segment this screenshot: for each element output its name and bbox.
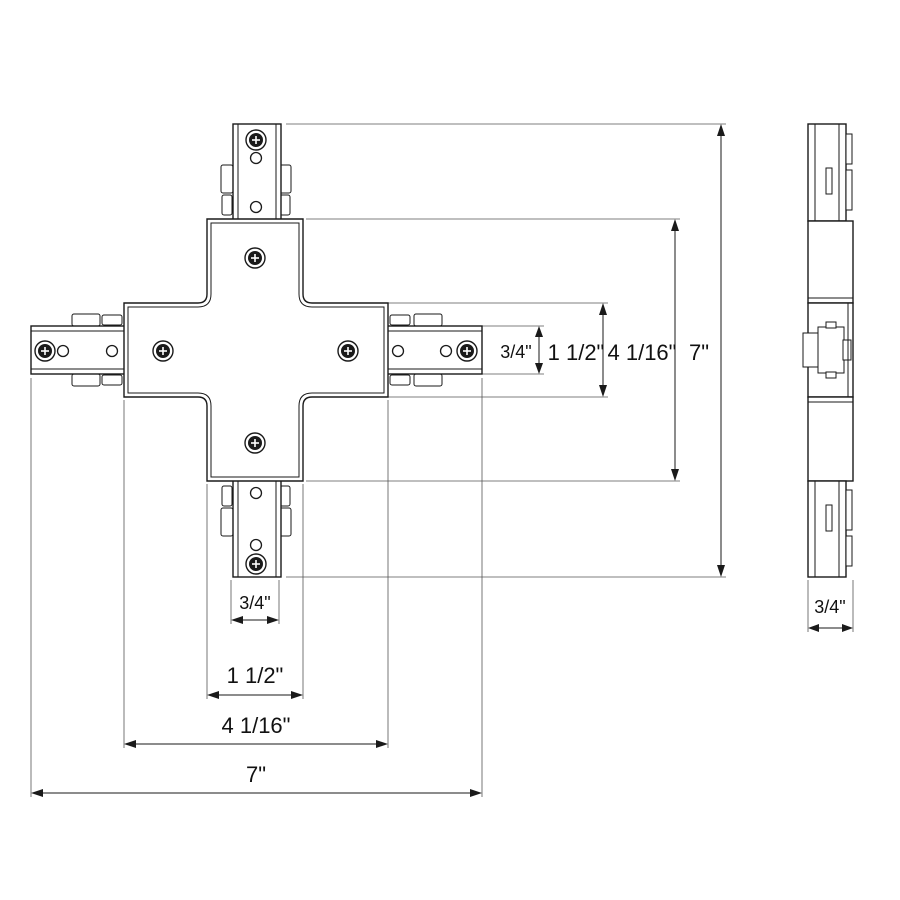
screw-icon <box>34 340 56 362</box>
right-arm <box>384 313 483 387</box>
left-arm <box>30 313 128 387</box>
screw-icon <box>245 553 267 575</box>
dim-body-width-bottom: 4 1/16" <box>222 713 291 738</box>
screw-icon <box>245 129 267 151</box>
extension-lines <box>30 123 854 797</box>
connector-side-view <box>802 123 854 578</box>
dim-arm-width-bottom: 3/4" <box>239 593 270 613</box>
mount-hole <box>56 344 70 358</box>
dimension-labels: 3/4" 1 1/2" 4 1/16" 7" 3/4" 1 1/2" 4 1/1… <box>222 340 846 787</box>
dim-slot-width-right: 1 1/2" <box>548 340 605 365</box>
dim-arm-width-right: 3/4" <box>500 342 531 362</box>
bottom-arm <box>220 479 292 578</box>
screw-icon <box>244 247 266 269</box>
screw-icon <box>456 340 478 362</box>
mount-hole <box>439 344 453 358</box>
cross-body-inner <box>127 222 385 478</box>
mount-hole <box>249 151 263 165</box>
dim-overall-height: 7" <box>689 340 709 365</box>
mount-hole <box>105 344 119 358</box>
mount-hole <box>249 538 263 552</box>
connector-front-view <box>30 123 483 578</box>
dim-body-width-right: 4 1/16" <box>608 340 677 365</box>
screw-icon <box>152 340 174 362</box>
dim-overall-width: 7" <box>246 762 266 787</box>
dim-slot-width-bottom: 1 1/2" <box>227 663 284 688</box>
screw-icon <box>337 340 359 362</box>
dimension-lines <box>31 124 853 797</box>
top-arm <box>220 123 292 221</box>
mount-hole <box>249 200 263 214</box>
screw-icon <box>244 432 266 454</box>
mount-hole <box>391 344 405 358</box>
mount-hole <box>249 486 263 500</box>
dim-side-depth: 3/4" <box>814 597 845 617</box>
